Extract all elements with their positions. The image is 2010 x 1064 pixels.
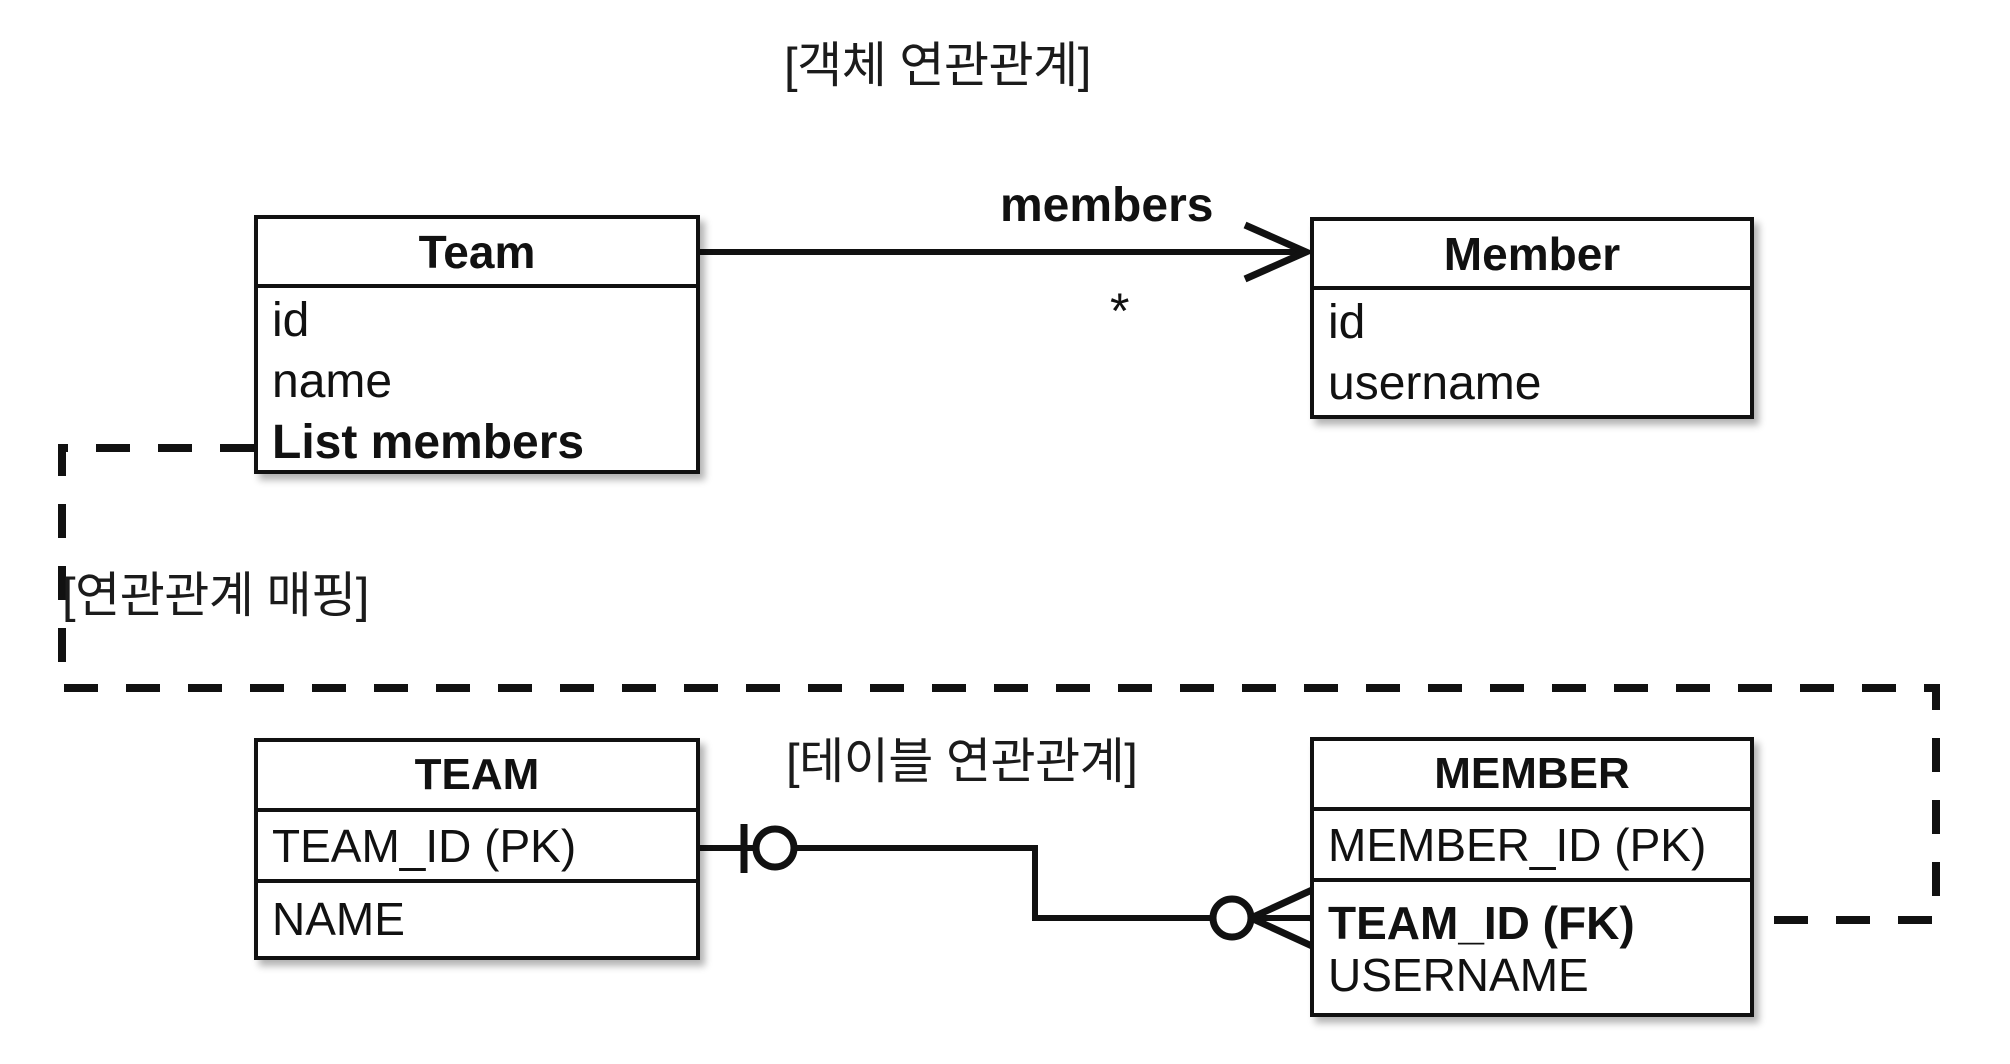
table-row-team-id: TEAM_ID (PK) xyxy=(258,812,696,883)
class-box-team-fields: id name List members xyxy=(258,288,696,470)
column-team-name: NAME xyxy=(272,892,405,945)
title-association-mapping: [연관관계 매핑] xyxy=(62,569,369,623)
field-member-username: username xyxy=(1328,357,1542,410)
table-row-team-name: NAME xyxy=(258,883,696,954)
crows-foot-icon xyxy=(1249,886,1314,950)
association-multiplicity: * xyxy=(1110,283,1130,339)
table-box-team[interactable]: TEAM TEAM_ID (PK) NAME xyxy=(254,738,700,960)
class-box-team[interactable]: Team id name List members xyxy=(254,215,700,474)
table-box-team-title: TEAM xyxy=(258,742,696,812)
class-box-member-fields: id username xyxy=(1314,290,1750,415)
field-member-id: id xyxy=(1328,296,1366,349)
field-team-id: id xyxy=(272,294,310,347)
column-member-username: USERNAME xyxy=(1328,948,1589,1001)
field-team-list-members: List members xyxy=(272,416,585,469)
table-row-member-attributes: TEAM_ID (FK) USERNAME xyxy=(1314,882,1750,1013)
column-member-id-pk: MEMBER_ID (PK) xyxy=(1328,818,1707,871)
association-label-members: members xyxy=(1000,179,1214,232)
column-member-team-id-fk: TEAM_ID (FK) xyxy=(1328,896,1635,949)
table-box-member-title: MEMBER xyxy=(1314,741,1750,811)
title-object-association: [객체 연관관계] xyxy=(784,39,1091,93)
erd-relationship-line xyxy=(700,824,1314,950)
class-box-team-title: Team xyxy=(258,219,696,288)
table-box-member[interactable]: MEMBER MEMBER_ID (PK) TEAM_ID (FK) USERN… xyxy=(1310,737,1754,1017)
class-box-member-title: Member xyxy=(1314,221,1750,290)
class-box-member[interactable]: Member id username xyxy=(1310,217,1754,419)
field-team-name: name xyxy=(272,355,393,408)
table-row-member-id: MEMBER_ID (PK) xyxy=(1314,811,1750,882)
title-table-association: [테이블 연관관계] xyxy=(786,735,1138,789)
association-team-to-member xyxy=(700,221,1315,283)
column-team-id-pk: TEAM_ID (PK) xyxy=(272,819,577,872)
